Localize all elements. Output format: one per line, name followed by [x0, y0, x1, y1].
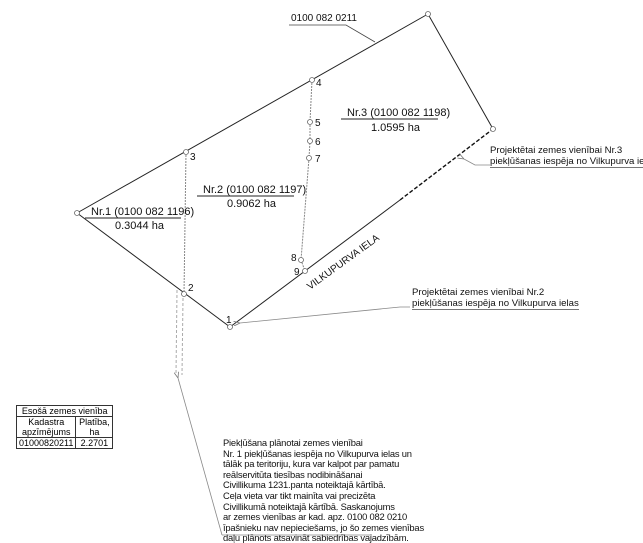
nr2-access-note: Projektētai zemes vienībai Nr.2 piekļūša…	[412, 287, 579, 311]
note-line: tālāk pa teritoriju, kura var kalpot par…	[223, 458, 400, 470]
note-line: Civillikuma 1231.panta noteiktajā kārtīb…	[223, 479, 386, 491]
table-header-cadastre: Kadastra apzīmējums	[15, 416, 77, 438]
parcel-3-area: 1.0595 ha	[371, 122, 421, 134]
vertex-8	[298, 257, 304, 263]
vertex-3	[183, 149, 189, 155]
note-line: Projektētai zemes vienībai Nr.2	[412, 287, 545, 298]
parcel-3-label: Nr.3 (0100 082 1198)	[347, 107, 450, 119]
point-label-8: 8	[291, 253, 297, 264]
note-line: Ceļa vieta var tikt mainīta vai precizēt…	[223, 489, 376, 501]
point-label-3: 3	[190, 152, 196, 163]
divider-3-2	[183, 151, 187, 295]
note-line: Projektētai zemes vienībai Nr.3	[490, 145, 623, 156]
note-line: reālservitūta tiesības nodibināšanai	[223, 468, 363, 480]
point-label-1: 1	[226, 315, 232, 326]
point-label-7: 7	[315, 154, 321, 165]
vertex	[74, 210, 80, 216]
vertex-6	[307, 138, 313, 144]
parcel-1-area: 0.3044 ha	[115, 220, 165, 232]
vertex	[490, 126, 496, 132]
boundary-left-bottom	[76, 212, 231, 328]
table-cell-cadastre: 01000820211	[15, 437, 77, 449]
note-line: daļu plānots atsavināt sabiedrības vajad…	[223, 532, 409, 543]
note-line: Civillikumā noteiktajā kārtībā. Saskanoj…	[223, 500, 395, 512]
point-label-4: 4	[316, 78, 322, 89]
parcel-2-label: Nr.2 (0100 082 1197)	[203, 184, 306, 196]
table-header-area: Platība, ha	[75, 416, 114, 438]
vertex-1	[227, 324, 233, 330]
access-path	[175, 289, 178, 376]
vertex-4	[309, 77, 315, 83]
nr3-leader	[464, 159, 490, 166]
divider-4-9	[300, 79, 313, 272]
parcel-2-area: 0.9062 ha	[227, 198, 277, 210]
neighbor-parcel-label: 0100 082 0211	[291, 13, 357, 24]
table-title: Esošā zemes vienība	[15, 405, 114, 417]
point-label-9: 9	[294, 267, 300, 278]
nr2-leader	[240, 306, 410, 323]
note-line: īpašnieku nav nepieciešams, jo šo zemes …	[223, 521, 424, 533]
point-label-5: 5	[315, 118, 321, 129]
existing-parcel-table: Esošā zemes vienība Kadastra apzīmējums …	[15, 405, 114, 449]
access-path	[181, 297, 184, 376]
vertex-9	[302, 268, 308, 274]
note-line: ar zemes vienības ar kad. apz. 0100 082 …	[223, 511, 408, 523]
nr1-access-note: Piekļūšana plānotai zemes vienībai Nr. 1…	[223, 437, 424, 543]
table-cell-area: 2.2701	[75, 437, 114, 449]
nr1-leader	[178, 378, 223, 536]
vertex-5	[307, 119, 313, 125]
vertex-2	[181, 291, 187, 297]
note-line: piekļūšanas iespēja no Vilkupurva ielas	[412, 297, 579, 309]
point-label-2: 2	[188, 283, 194, 294]
note-line: Nr. 1 piekļūšanas iespēja no Vilkupurva …	[223, 447, 412, 459]
note-line: piekļūšanas iespēja no Vilkupurva ielas	[490, 155, 643, 167]
vertex-7	[306, 155, 312, 161]
point-label-6: 6	[315, 137, 321, 148]
neighbor-leader	[289, 24, 376, 43]
street-edge-dashed	[399, 128, 494, 201]
parcel-1-label: Nr.1 (0100 082 1196)	[91, 206, 194, 218]
note-line: Piekļūšana plānotai zemes vienībai	[223, 437, 363, 448]
street-edge	[229, 199, 401, 328]
nr3-access-note: Projektētai zemes vienībai Nr.3 piekļūša…	[490, 145, 643, 169]
vertex	[425, 11, 431, 17]
